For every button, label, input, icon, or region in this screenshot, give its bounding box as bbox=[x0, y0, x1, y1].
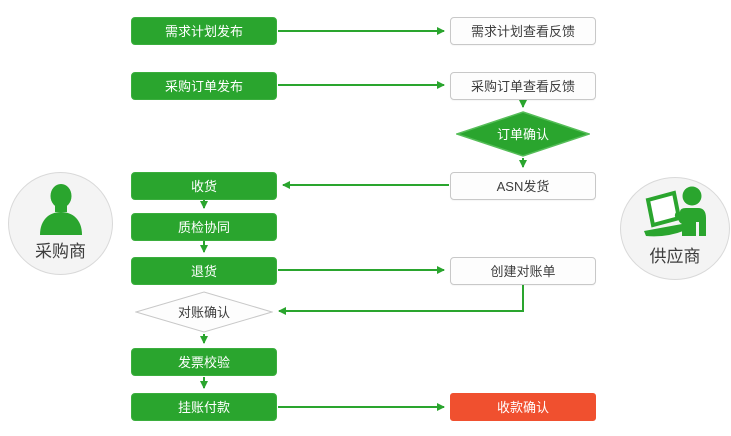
actor-buyer-label: 采购商 bbox=[35, 242, 86, 261]
node-create-statement: 创建对账单 bbox=[450, 257, 596, 285]
node-po-publish: 采购订单发布 bbox=[131, 72, 277, 100]
supplier-person-laptop-icon bbox=[642, 186, 708, 240]
node-quality-collab: 质检协同 bbox=[131, 213, 277, 241]
actor-supplier-label: 供应商 bbox=[649, 247, 701, 266]
node-return-goods: 退货 bbox=[131, 257, 277, 285]
decision-statement-confirm-label: 对账确认 bbox=[177, 304, 230, 320]
node-invoice-check: 发票校验 bbox=[131, 348, 277, 376]
diamond-shape-green bbox=[456, 111, 590, 157]
decision-order-confirm-label: 订单确认 bbox=[496, 126, 549, 142]
node-payment: 挂账付款 bbox=[131, 393, 277, 421]
decision-order-confirm: 订单确认 bbox=[456, 111, 590, 157]
node-po-feedback: 采购订单查看反馈 bbox=[450, 72, 596, 100]
actor-buyer: 采购商 bbox=[8, 172, 113, 275]
node-demand-plan-feedback: 需求计划查看反馈 bbox=[450, 17, 596, 45]
actor-supplier: 供应商 bbox=[620, 177, 730, 280]
node-receipt-confirm: 收款确认 bbox=[450, 393, 596, 421]
connector-statement-to-confirm bbox=[278, 285, 524, 315]
diamond-shape-white bbox=[135, 291, 273, 333]
decision-statement-confirm: 对账确认 bbox=[135, 291, 273, 333]
node-asn-ship: ASN发货 bbox=[450, 172, 596, 200]
buyer-person-icon bbox=[36, 183, 86, 235]
node-demand-plan-publish: 需求计划发布 bbox=[131, 17, 277, 45]
node-receive: 收货 bbox=[131, 172, 277, 200]
